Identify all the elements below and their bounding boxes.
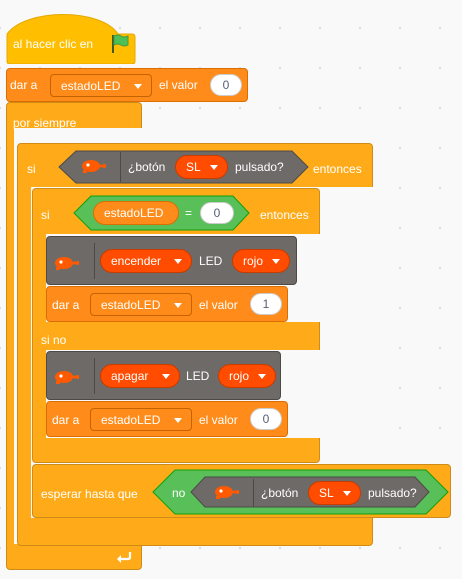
condition-label-before: ¿botón xyxy=(261,486,299,500)
dropdown-caret-icon xyxy=(210,165,218,170)
set-middle: el valor xyxy=(199,413,238,427)
led-action: encender xyxy=(111,254,162,268)
value-input[interactable]: 0 xyxy=(250,408,282,430)
button-dropdown[interactable]: SL xyxy=(175,155,228,179)
if-outer-prefix: si xyxy=(27,162,36,176)
led-off-block[interactable]: apagar LED rojo xyxy=(46,351,281,400)
value-input[interactable]: 0 xyxy=(210,74,242,96)
variable-dropdown[interactable]: estadoLED xyxy=(90,408,192,431)
robot-icon xyxy=(82,160,106,173)
button-name: SL xyxy=(319,486,334,500)
if-inner-prefix: si xyxy=(41,208,50,222)
wait-prefix: esperar hasta que xyxy=(41,487,138,501)
set-prefix: dar a xyxy=(10,78,38,92)
variable-name: estadoLED xyxy=(101,298,161,312)
variable-name: estadoLED xyxy=(101,413,161,427)
led-action: apagar xyxy=(111,369,149,383)
variable-name: estadoLED xyxy=(61,79,121,93)
led-color: rojo xyxy=(243,254,264,268)
robot-icon xyxy=(55,257,79,270)
set-variable-block-one[interactable]: dar a estadoLED el valor 1 xyxy=(46,286,288,322)
hat-block-when-flag-clicked[interactable]: al hacer clic en xyxy=(6,8,136,64)
equals-value-input[interactable]: 0 xyxy=(200,202,234,224)
set-middle: el valor xyxy=(159,78,198,92)
not-label: no xyxy=(172,486,186,500)
robot-icon xyxy=(55,371,79,384)
condition-label-after: pulsado? xyxy=(368,486,417,500)
dropdown-caret-icon xyxy=(134,84,142,89)
dropdown-caret-icon xyxy=(174,259,182,264)
dropdown-caret-icon xyxy=(258,374,266,379)
led-color-dropdown[interactable]: rojo xyxy=(232,249,290,273)
dropdown-caret-icon xyxy=(343,491,351,496)
value-input[interactable]: 1 xyxy=(250,293,282,315)
equals-sign: = xyxy=(185,206,193,220)
led-action-dropdown[interactable]: apagar xyxy=(100,364,180,388)
robot-icon xyxy=(215,486,239,499)
forever-label: por siempre xyxy=(13,116,77,130)
dropdown-caret-icon xyxy=(162,374,170,379)
set-prefix: dar a xyxy=(52,413,80,427)
dropdown-caret-icon xyxy=(174,303,182,308)
hat-block-shape xyxy=(6,14,136,64)
led-on-block[interactable]: encender LED rojo xyxy=(46,236,297,285)
green-flag-icon xyxy=(112,34,129,53)
dropdown-caret-icon xyxy=(272,259,280,264)
led-label: LED xyxy=(199,254,223,268)
led-label: LED xyxy=(186,369,210,383)
led-color-dropdown[interactable]: rojo xyxy=(218,364,276,388)
if-outer-suffix: entonces xyxy=(313,162,362,176)
loop-arrow-icon xyxy=(117,552,132,563)
set-variable-block-zero[interactable]: dar a estadoLED el valor 0 xyxy=(46,401,288,437)
if-inner-suffix: entonces xyxy=(260,208,309,222)
condition-label-before: ¿botón xyxy=(128,160,166,174)
variable-name: estadoLED xyxy=(104,206,164,220)
condition-label-after: pulsado? xyxy=(235,160,284,174)
else-label: si no xyxy=(41,333,67,347)
set-variable-block-initial[interactable]: dar a estadoLED el valor 0 xyxy=(6,68,248,102)
variable-dropdown[interactable]: estadoLED xyxy=(50,74,152,97)
led-action-dropdown[interactable]: encender xyxy=(100,249,192,273)
set-prefix: dar a xyxy=(52,298,80,312)
hat-label: al hacer clic en xyxy=(13,37,94,51)
dropdown-caret-icon xyxy=(174,418,182,423)
led-color: rojo xyxy=(229,369,250,383)
variable-reporter-estadoLED[interactable]: estadoLED xyxy=(93,201,179,225)
button-dropdown[interactable]: SL xyxy=(308,481,361,505)
button-name: SL xyxy=(186,160,201,174)
variable-dropdown[interactable]: estadoLED xyxy=(90,293,192,316)
set-middle: el valor xyxy=(199,298,238,312)
